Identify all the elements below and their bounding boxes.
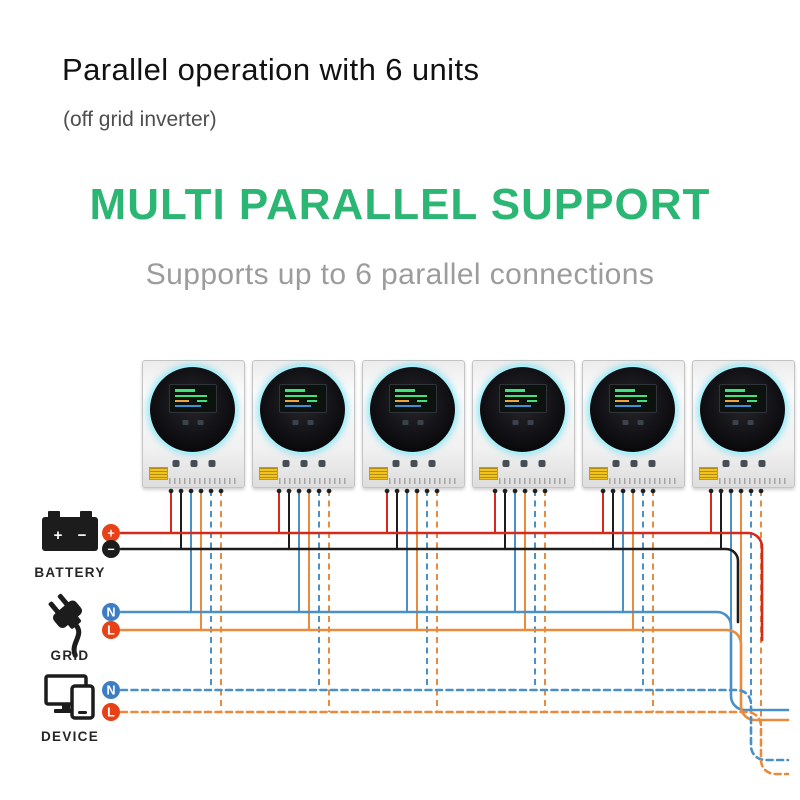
inverter-touch-keys (722, 460, 765, 467)
plug-icon (48, 593, 83, 658)
battery-negative-bus (119, 547, 740, 624)
inverter-indicator-leds (732, 420, 753, 425)
inverter-indicator-leds (512, 420, 533, 425)
inverter-lcd-screen (608, 384, 657, 413)
terminal-badge-battery-minus-text: − (107, 543, 114, 557)
warning-sticker (259, 467, 278, 480)
battery-label: BATTERY (34, 565, 105, 580)
grid-label: GRID (51, 648, 90, 663)
terminal-badge-battery-plus-text: + (107, 527, 114, 541)
warning-sticker (699, 467, 718, 480)
warning-sticker (149, 467, 168, 480)
terminal-badge-battery-plus (102, 524, 120, 542)
inverter-touch-keys (612, 460, 655, 467)
inverter-touch-keys (502, 460, 545, 467)
inverter-unit-6 (692, 360, 795, 488)
grid-l-drops (200, 490, 742, 644)
terminal-badge-device-n-text: N (106, 684, 115, 698)
inverter-touch-keys (282, 460, 325, 467)
battery-plus-mark: + (54, 527, 63, 544)
grid-n-bus (119, 610, 790, 712)
terminal-badge-grid-l (102, 621, 120, 639)
device-label: DEVICE (41, 729, 99, 744)
vent-grille (719, 478, 786, 484)
battery-positive-bus (119, 531, 764, 642)
inverter-display-ring (260, 367, 345, 452)
inverter-indicator-leds (402, 420, 423, 425)
vent-grille (389, 478, 456, 484)
page-title: Parallel operation with 6 units (62, 52, 480, 87)
warning-sticker (479, 467, 498, 480)
battery-minus-mark: − (78, 527, 87, 544)
hero-heading: MULTI PARALLEL SUPPORT (89, 180, 711, 229)
terminal-badge-device-n (102, 681, 120, 699)
terminal-badge-device-l (102, 703, 120, 721)
battery-negative-drops (180, 490, 722, 549)
page-subtitle: (off grid inverter) (63, 108, 217, 131)
inverter-unit-1 (142, 360, 245, 488)
inverter-lcd-screen (278, 384, 327, 413)
inverter-lcd-screen (388, 384, 437, 413)
device-endpoint: DEVICE N L (41, 674, 120, 744)
inverter-indicator-leds (182, 420, 203, 425)
inverter-indicator-leds (622, 420, 643, 425)
inverter-lcd-screen (498, 384, 547, 413)
device-l-drops (220, 490, 762, 726)
inverter-display-ring (700, 367, 785, 452)
terminal-badge-grid-n-text: N (106, 606, 115, 620)
device-icon (44, 674, 95, 720)
inverter-touch-keys (172, 460, 215, 467)
battery-icon: + − (42, 511, 98, 551)
inverter-touch-keys (392, 460, 435, 467)
inverter-lcd-screen (718, 384, 767, 413)
inverter-display-ring (480, 367, 565, 452)
inverter-display-ring (370, 367, 455, 452)
inverter-indicator-leds (292, 420, 313, 425)
warning-sticker (589, 467, 608, 480)
terminal-badge-grid-l-text: L (107, 624, 115, 638)
inverter-display-ring (590, 367, 675, 452)
device-n-drops (210, 490, 752, 704)
inverter-unit-4 (472, 360, 575, 488)
warning-sticker (369, 467, 388, 480)
inverter-unit-3 (362, 360, 465, 488)
battery-endpoint: + − BATTERY + − (34, 511, 120, 580)
grid-l-bus (119, 628, 790, 722)
hero-subheading: Supports up to 6 parallel connections (145, 258, 655, 291)
grid-endpoint: GRID N L (48, 593, 120, 663)
vent-grille (169, 478, 236, 484)
vent-grille (279, 478, 346, 484)
battery-positive-drops (170, 490, 712, 533)
terminal-badge-grid-n (102, 603, 120, 621)
inverter-lcd-screen (168, 384, 217, 413)
device-n-bus (119, 688, 790, 762)
inverter-unit-2 (252, 360, 355, 488)
terminal-badge-battery-minus (102, 540, 120, 558)
device-l-bus (119, 710, 790, 776)
inverter-row (142, 360, 795, 488)
inverter-display-ring (150, 367, 235, 452)
vent-grille (609, 478, 676, 484)
vent-grille (499, 478, 566, 484)
terminal-badge-device-l-text: L (107, 706, 115, 720)
inverter-unit-5 (582, 360, 685, 488)
grid-n-drops (190, 490, 732, 626)
